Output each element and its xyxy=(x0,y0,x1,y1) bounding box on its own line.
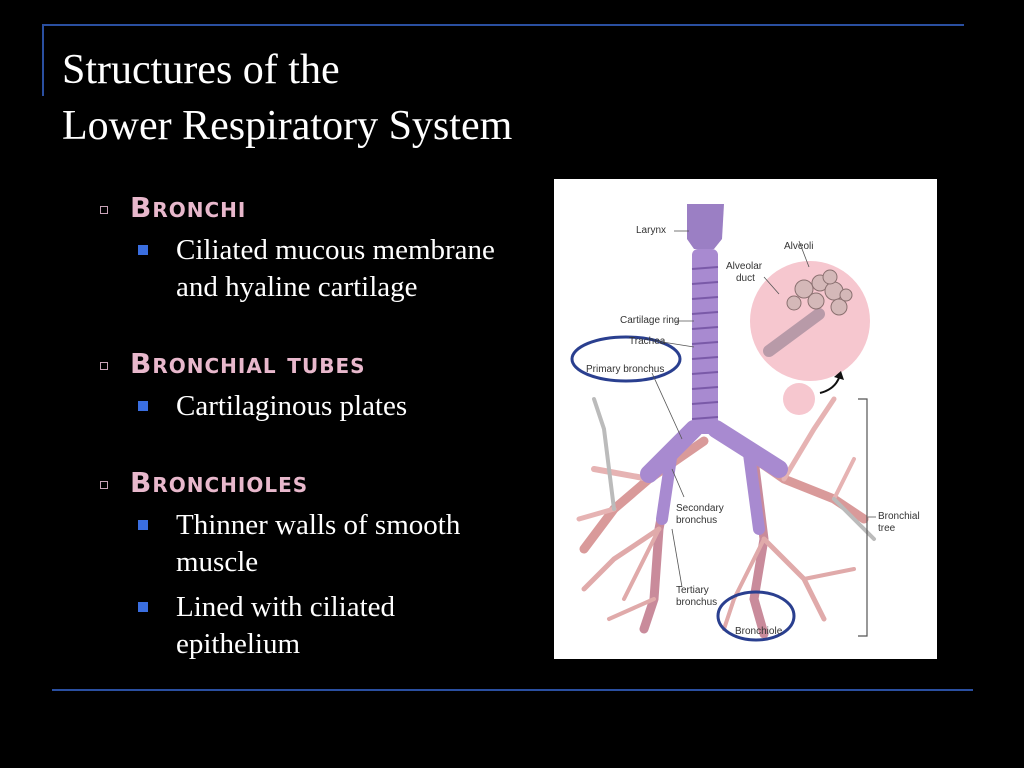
label-trachea: Trachea xyxy=(629,336,666,347)
top-rule xyxy=(42,24,964,26)
section-heading: Bronchial tubes xyxy=(100,344,540,384)
box-bullet-icon xyxy=(100,206,108,214)
label-larynx: Larynx xyxy=(636,225,666,236)
section-bronchial-tubes: Bronchial tubes Cartilaginous plates xyxy=(100,344,540,425)
left-rule xyxy=(42,24,44,96)
bronchiole-highlight xyxy=(716,590,796,642)
sub-item-text: Ciliated mucous membrane and hyaline car… xyxy=(176,234,495,303)
label-alveoli: Alveoli xyxy=(784,241,813,252)
box-bullet-icon xyxy=(100,362,108,370)
slide-title: Structures of the Lower Respiratory Syst… xyxy=(62,42,512,154)
bullet-list: Bronchi Ciliated mucous membrane and hya… xyxy=(100,188,540,693)
label-primary-bronchus: Primary bronchus xyxy=(586,364,664,375)
label-bronchial-tree-1: Bronchial xyxy=(878,511,920,522)
label-bronchiole: Bronchiole xyxy=(735,626,783,637)
sub-item: Cartilaginous plates xyxy=(138,388,540,425)
respiratory-diagram: Larynx Alveoli Alveolar duct Cartilage r… xyxy=(554,179,937,659)
label-tertiary-bronchus-1: Tertiary xyxy=(676,585,709,596)
sub-item: Ciliated mucous membrane and hyaline car… xyxy=(138,232,540,306)
label-secondary-bronchus-2: bronchus xyxy=(676,515,717,526)
sub-item-text: Cartilaginous plates xyxy=(176,390,408,422)
section-heading: Bronchioles xyxy=(100,463,540,503)
label-secondary-bronchus-1: Secondary xyxy=(676,503,724,514)
sub-item: Lined with ciliated epithelium xyxy=(138,589,540,663)
heading-text: Bronchi xyxy=(130,191,247,224)
bronchial-tree-branches xyxy=(576,396,876,639)
sub-item: Thinner walls of smooth muscle xyxy=(138,507,540,581)
label-alveolar-duct-1: Alveolar xyxy=(726,261,763,272)
label-bronchial-tree-2: tree xyxy=(878,523,896,534)
title-line-1: Structures of the xyxy=(62,47,340,93)
label-alveolar-duct-2: duct xyxy=(736,273,755,284)
heading-text: Bronchial tubes xyxy=(130,347,366,380)
heading-text: Bronchioles xyxy=(130,466,309,499)
sub-item-text: Lined with ciliated epithelium xyxy=(176,591,396,660)
label-tertiary-bronchus-2: bronchus xyxy=(676,597,717,608)
leader-lines xyxy=(651,230,876,588)
section-bronchioles: Bronchioles Thinner walls of smooth musc… xyxy=(100,463,540,663)
respiratory-diagram-svg: Larynx Alveoli Alveolar duct Cartilage r… xyxy=(570,204,920,642)
square-bullet-icon xyxy=(138,245,148,255)
sub-item-text: Thinner walls of smooth muscle xyxy=(176,509,461,578)
title-line-2: Lower Respiratory System xyxy=(62,103,513,149)
square-bullet-icon xyxy=(138,602,148,612)
label-cartilage-ring: Cartilage ring xyxy=(620,315,679,326)
box-bullet-icon xyxy=(100,481,108,489)
square-bullet-icon xyxy=(138,520,148,530)
alveoli-inset xyxy=(750,261,870,415)
bracket-line xyxy=(858,398,868,637)
section-heading: Bronchi xyxy=(100,188,540,228)
square-bullet-icon xyxy=(138,401,148,411)
bottom-rule xyxy=(52,689,973,691)
primary-bronchus-highlight xyxy=(570,335,682,383)
trachea-shape xyxy=(640,204,788,535)
section-bronchi: Bronchi Ciliated mucous membrane and hya… xyxy=(100,188,540,306)
